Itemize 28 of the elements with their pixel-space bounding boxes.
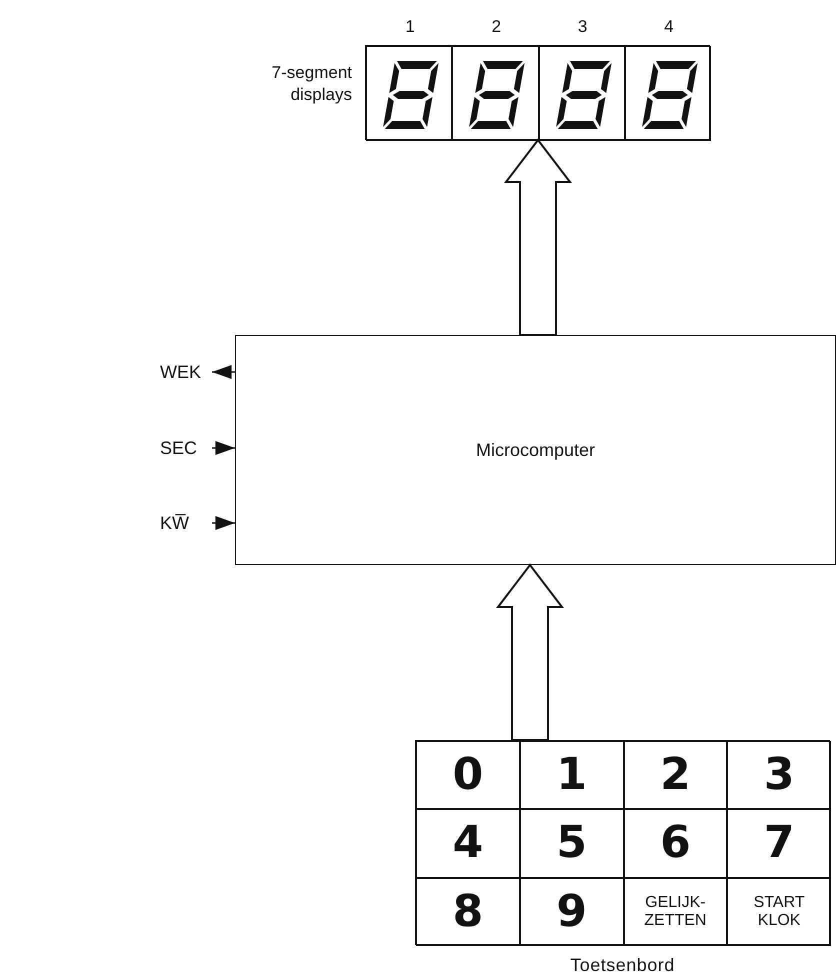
key: 6 [624, 809, 728, 878]
key: 2 [624, 741, 728, 810]
node-label: Toetsenbord [569, 955, 676, 976]
signal-label: SEC [160, 436, 204, 460]
key: 7 [727, 809, 831, 878]
key: START KLOK [727, 878, 831, 946]
process-box: Microcomputer [235, 335, 836, 565]
bus-arrow [496, 563, 564, 741]
arrow [212, 441, 235, 455]
signal-label: WEK [160, 360, 210, 384]
arrow [212, 365, 235, 379]
key: 9 [520, 878, 624, 946]
key: 8 [416, 878, 520, 946]
key: 1 [520, 741, 624, 810]
key: 0 [416, 741, 520, 810]
key: 4 [416, 809, 520, 878]
digit-position-number: 4 [663, 17, 675, 37]
arrow [212, 516, 235, 530]
digit-position-number: 2 [490, 17, 502, 37]
node-label: 7-segment displays [270, 62, 352, 106]
signal-label: KW̅ [160, 511, 204, 535]
digit-position-number: 3 [576, 17, 588, 37]
key: GELIJK- ZETTEN [624, 878, 728, 946]
key: 5 [520, 809, 624, 878]
keypad-panel [415, 740, 830, 945]
digit-position-number: 1 [404, 17, 416, 37]
key: 3 [727, 741, 831, 810]
bus-arrow [504, 138, 572, 336]
